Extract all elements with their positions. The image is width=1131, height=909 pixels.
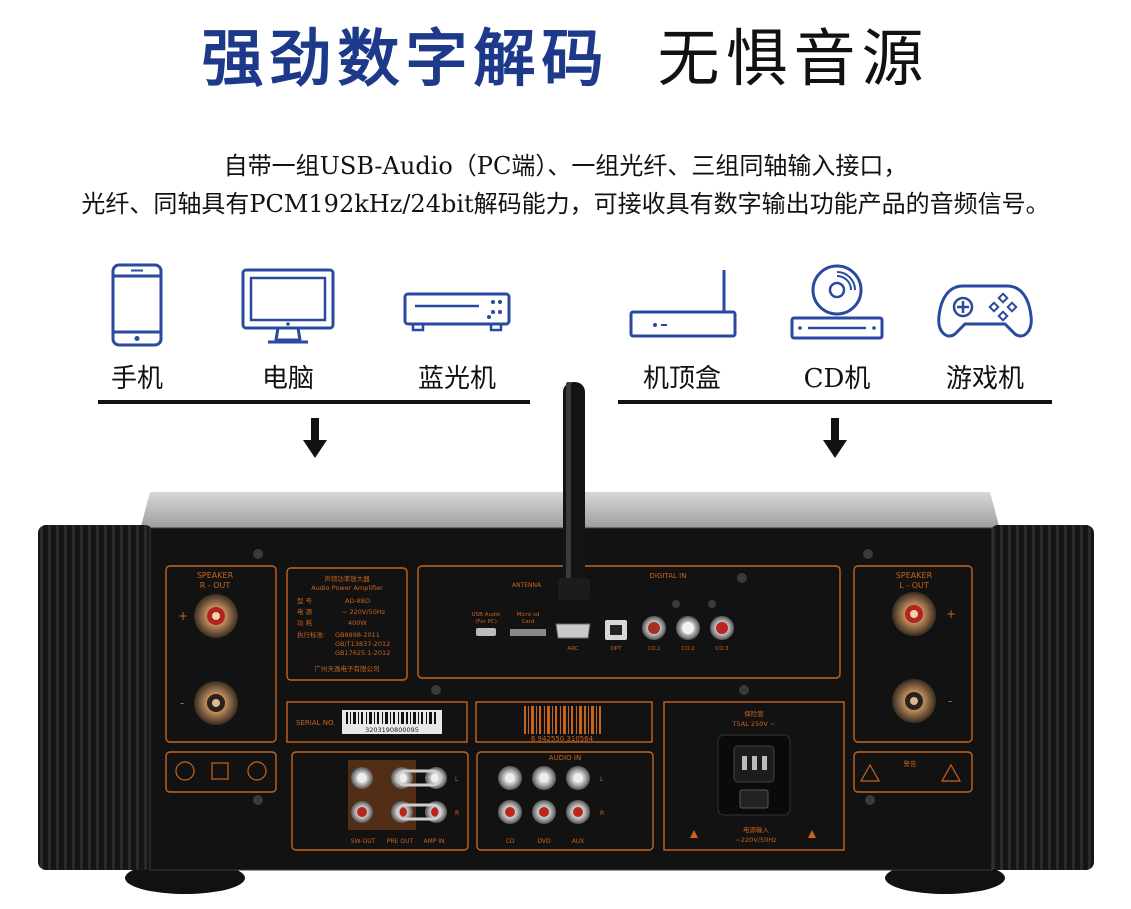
title-part-2: 无惧音源 [657, 22, 930, 95]
jumper-link[interactable] [396, 803, 442, 821]
device-label: 蓝光机 [417, 364, 496, 394]
sw-out-label: SW-OUT [351, 838, 376, 845]
serial-number: 3203190800095 [365, 726, 419, 734]
device-label: 机顶盒 [642, 364, 721, 394]
heatsink-left [38, 525, 153, 870]
plate-power-key: 电 源 [297, 607, 313, 616]
aux-label: AUX [572, 838, 585, 845]
channel-l-label: L [455, 776, 459, 783]
warning-triangle-icon [940, 763, 962, 782]
page-title: 强劲数字解码无惧音源 [0, 8, 1131, 98]
plate-watt-key: 功 耗 [297, 619, 313, 627]
opt-label: OPT [610, 646, 622, 652]
plus-sign: + [946, 607, 956, 621]
plate-watt-value: 400W [348, 619, 367, 627]
phone-icon [111, 263, 163, 347]
arc-label: ARC [567, 646, 578, 652]
warning-triangle-icon [808, 830, 816, 838]
warning-label: 警告 [904, 759, 918, 768]
microsd-label: Micro sd [517, 612, 540, 618]
minus-sign: - [180, 696, 184, 710]
device-phone: 手机 [62, 262, 212, 395]
title-part-1: 强劲数字解码 [201, 22, 610, 95]
plate-company: 广州天逸电子有限公司 [315, 664, 380, 673]
speaker-r-sub: R - OUT [200, 581, 231, 590]
arrow-down-icon [823, 418, 847, 458]
plate-standard-key: 执行标准: [297, 630, 325, 639]
fuse-rating: T5AL 250V ~ [732, 720, 776, 728]
device-label: CD机 [803, 364, 871, 394]
channel-r-label: R [455, 810, 459, 817]
usb-port[interactable] [476, 628, 496, 636]
device-computer: 电脑 [213, 262, 363, 395]
warning-triangle-icon [690, 830, 698, 838]
plate-standard-2: GB/T13837-2012 [335, 640, 390, 648]
warning-triangle-icon [859, 763, 881, 782]
barcode-number: 6 942550 310564 [531, 735, 594, 743]
bluray-player-icon [403, 292, 511, 332]
co3-label: CO.3 [715, 646, 729, 652]
plus-sign: + [178, 609, 188, 623]
description-line-2: 光纤、同轴具有PCM192kHz/24bit解码能力，可接收具有数字输出功能产品… [81, 190, 1050, 218]
set-top-box-icon [629, 270, 737, 338]
fuse-label: 保险管 [744, 709, 764, 718]
arrow-down-icon [303, 418, 327, 458]
microsd-sub-label: Card [522, 619, 535, 625]
hdmi-arc-port[interactable] [555, 623, 591, 639]
amplifier-rear-panel: SPEAKER R - OUT + - SPEAKER L - OUT + - … [38, 382, 1094, 894]
plate-subtitle: Audio Power Amplifier [311, 584, 383, 592]
digital-in-label: DIGITAL IN [650, 572, 687, 580]
fuse-drawer[interactable] [739, 789, 769, 809]
minus-sign: - [948, 694, 952, 708]
plate-model-value: AD-88D [345, 597, 370, 605]
no-water-icon [247, 761, 267, 781]
microsd-slot[interactable] [510, 629, 546, 636]
device-cd-player: CD机 [762, 262, 912, 395]
plate-title: 声频功率放大器 [324, 574, 370, 583]
usb-sub-label: (For PC) [475, 619, 497, 625]
channel-r-label: R [600, 810, 604, 817]
antenna-label: ANTENNA [512, 582, 542, 589]
cd-label: CD [506, 838, 515, 845]
channel-l-label: L [600, 776, 604, 783]
amp-in-label: AMP IN [423, 838, 444, 845]
device-set-top-box: 机顶盒 [607, 262, 757, 395]
power-input-label: 电源输入 [743, 825, 770, 834]
device-label: 手机 [110, 364, 163, 394]
cd-player-icon [790, 264, 884, 340]
usb-label: USB Audio [472, 612, 501, 618]
co2-label: CO.2 [681, 646, 694, 652]
device-label: 电脑 [261, 364, 314, 394]
jumper-link[interactable] [396, 769, 442, 787]
power-input-rating: ~220V/50Hz [735, 836, 777, 844]
recycle-icon [175, 761, 195, 781]
heatsink-right [990, 525, 1094, 870]
speaker-l-label: SPEAKER [896, 571, 933, 580]
speaker-l-sub: L - OUT [899, 581, 929, 590]
weee-bin-icon [211, 762, 229, 780]
device-bluray: 蓝光机 [382, 262, 532, 395]
plate-standard-1: GB8898-2011 [335, 631, 380, 639]
pre-out-label: PRE OUT [387, 838, 414, 845]
description-line-1: 自带一组USB-Audio（PC端）、一组光纤、三组同轴输入接口， [223, 152, 908, 180]
speaker-r-label: SPEAKER [197, 571, 234, 580]
gamepad-icon [937, 284, 1033, 338]
audio-in-label: AUDIO IN [549, 754, 581, 762]
divider-right [618, 400, 1052, 404]
serial-label: SERIAL NO. [296, 719, 335, 727]
plate-standard-3: GB17625.1-2012 [335, 649, 390, 657]
divider-left [98, 400, 530, 404]
co1-label: CO.1 [647, 646, 660, 652]
device-game-console: 游戏机 [910, 262, 1060, 395]
monitor-icon [241, 268, 335, 344]
plate-power-value: ~ 220V/50Hz [342, 608, 386, 616]
plate-model-key: 型 号 [297, 596, 313, 605]
device-label: 游戏机 [945, 364, 1024, 394]
dvd-label: DVD [537, 838, 551, 845]
